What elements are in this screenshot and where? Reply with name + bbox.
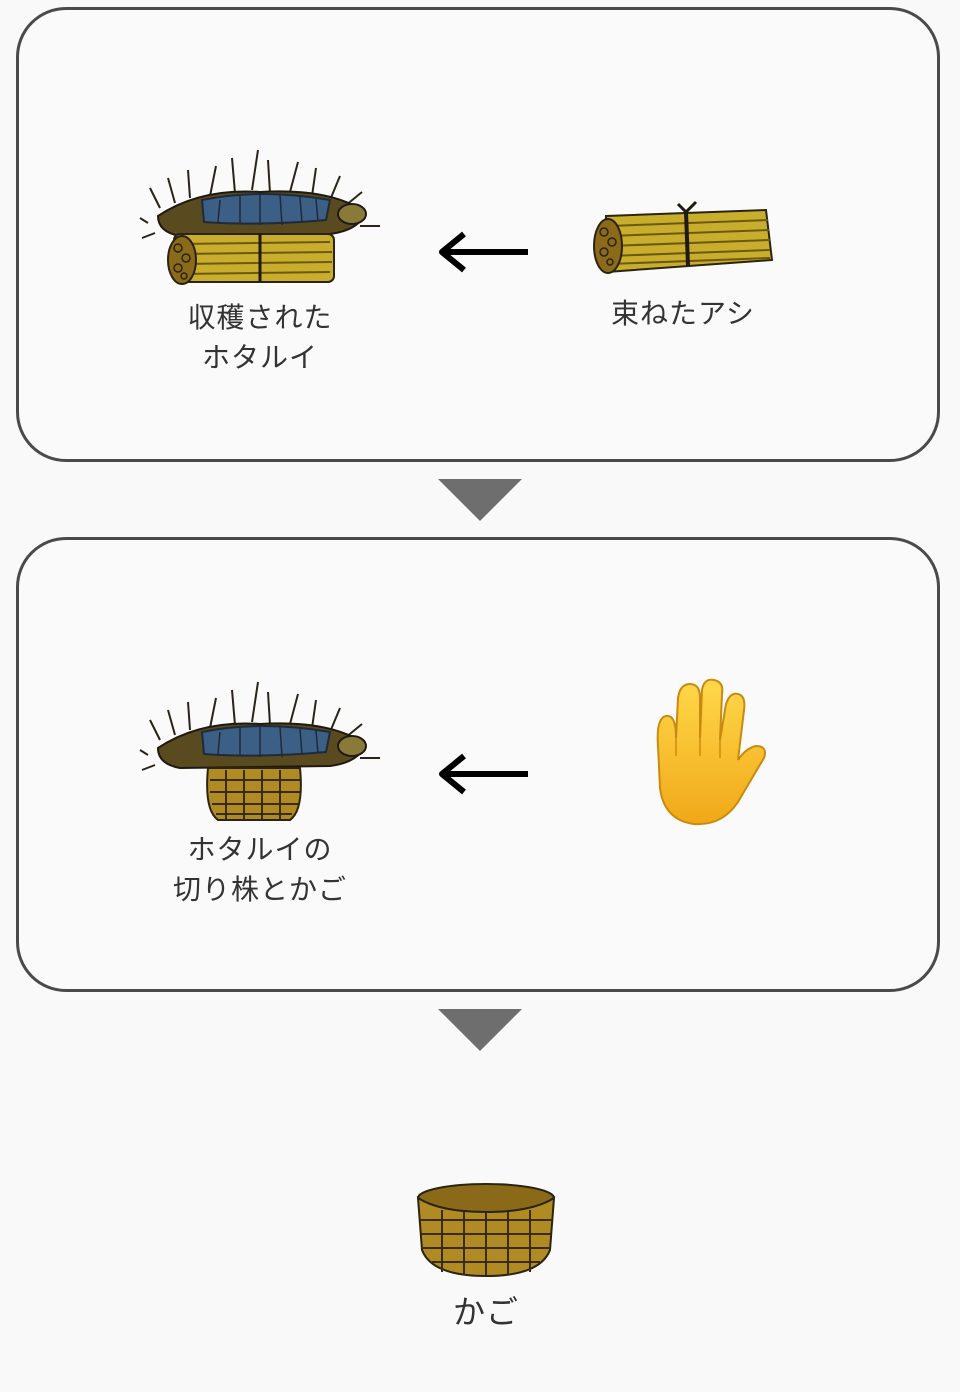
basket-label: かご	[452, 1293, 519, 1331]
bulrush-stump-and-basket-icon	[139, 681, 380, 821]
bundled-reeds-label: 束ねたアシ	[611, 297, 755, 330]
flow-down-arrow-icon	[438, 479, 522, 521]
bundled-reeds-icon	[593, 200, 774, 274]
step-card-harvest	[16, 7, 940, 462]
harvested-bulrush-label: 収穫された ホタルイ	[187, 301, 333, 374]
harvested-bulrush-icon	[139, 149, 380, 285]
stump-and-basket-label: ホタルイの 切り株とかご	[172, 833, 347, 906]
basket-icon	[416, 1183, 556, 1278]
raised-hand-icon	[656, 678, 766, 826]
flow-down-arrow-icon	[438, 1009, 522, 1051]
left-arrow-icon	[439, 231, 528, 273]
left-arrow-icon	[439, 753, 528, 795]
